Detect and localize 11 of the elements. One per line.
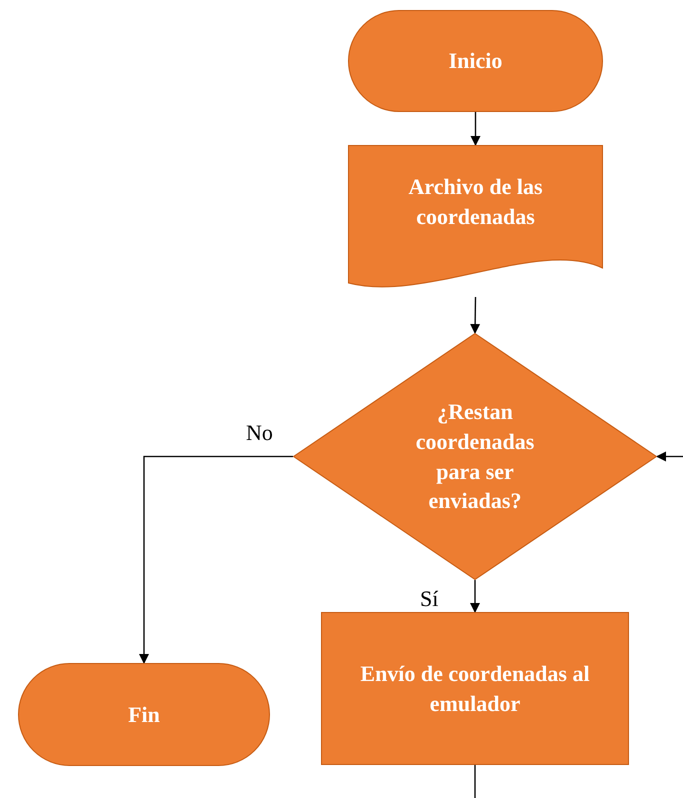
arrow: [470, 297, 480, 334]
node-text: Archivo de las coordenadas: [407, 172, 544, 230]
arrow: [470, 580, 480, 613]
node-text: Envío de coordenadas al emulador: [359, 660, 591, 718]
node-text: ¿Restan coordenadas para ser enviadas?: [414, 398, 536, 516]
node-text: Inicio: [448, 47, 502, 76]
arrow: [470, 112, 480, 146]
arrow: [139, 456, 293, 664]
arrow: [656, 452, 683, 462]
connector-line: [474, 765, 476, 798]
node-text: Fin: [128, 700, 160, 729]
